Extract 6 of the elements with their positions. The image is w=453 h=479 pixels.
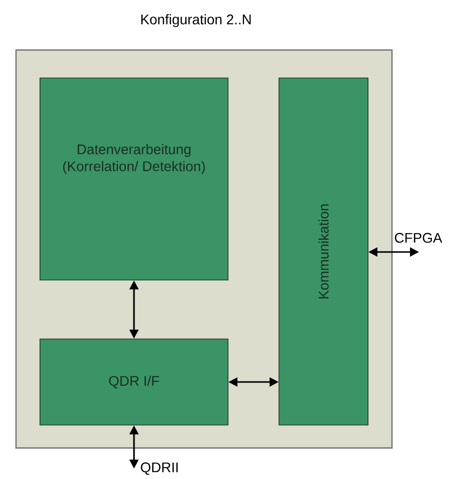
process-box: QDR I/F	[40, 338, 228, 426]
port-label: CFPGA	[394, 232, 442, 243]
port-label: QDRII	[140, 462, 178, 475]
node-label: Konfiguration 2..N	[141, 14, 251, 28]
process-box: Datenverarbeitung (Korrelation/ Detektion)	[40, 78, 228, 280]
process-box: Kommunikation	[278, 78, 368, 426]
